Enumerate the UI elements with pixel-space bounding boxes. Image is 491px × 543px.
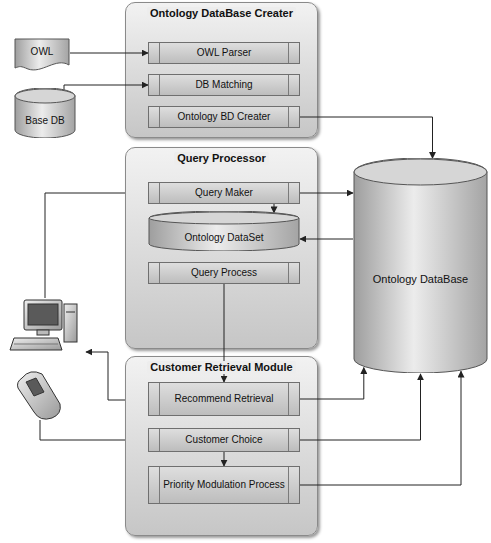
phone-icon [18, 372, 61, 419]
cylinder-outline [353, 158, 488, 373]
process-box: Ontology BD Creater [148, 106, 300, 128]
flow-arrow [300, 371, 461, 485]
cylinder-outline [148, 211, 300, 251]
flow-arrow [274, 204, 275, 213]
module-panel: Query MakerOntology DataSetQuery Process… [125, 147, 318, 349]
cylinder-body [354, 158, 487, 373]
module-title: Customer Retrieval Module [147, 361, 295, 374]
process-box: Customer Choice [148, 428, 300, 452]
node-label: OWL [31, 46, 54, 58]
flow-arrow [300, 368, 364, 399]
node-label: Query Process [191, 267, 257, 279]
process-box: Priority Modulation Process [148, 466, 300, 504]
cylinder-body [15, 88, 75, 138]
process-box: DB Matching [148, 74, 300, 96]
module-title: Ontology DataBase Creater [147, 7, 296, 20]
process-box: Query Maker [148, 182, 300, 204]
flow-arrow [300, 374, 421, 440]
node-label: DB Matching [195, 79, 252, 91]
node-label: Base DB [25, 115, 64, 127]
flow-arrow [64, 85, 148, 91]
node-label: Ontology DataBase [373, 273, 468, 286]
node-label: Recommend Retrieval [175, 393, 274, 405]
cylinder-outline [14, 88, 76, 138]
module-panel: OWL Parser DB MatchingOntology BD Creater… [125, 2, 318, 138]
process-box: Recommend Retrieval [148, 382, 300, 416]
cylinder-top [149, 212, 299, 224]
node-label: Ontology BD Creater [178, 111, 271, 123]
cylinder-top [15, 89, 75, 103]
node-label: Query Maker [195, 187, 253, 199]
database-cylinder: Ontology DataBase [353, 158, 488, 373]
process-box: OWL Parser [148, 42, 300, 64]
computer-icon [10, 300, 77, 350]
node-label: OWL Parser [197, 47, 252, 59]
cylinder-top [354, 159, 487, 185]
module-panel: Recommend RetrievalCustomer ChoicePriori… [125, 356, 318, 536]
database-cylinder: Ontology DataSet [148, 211, 300, 251]
flow-arrow [224, 452, 225, 466]
flow-arrow [300, 193, 353, 194]
flow-arrow [224, 284, 225, 382]
flow-arrow [300, 239, 353, 240]
document-shape: OWL [14, 38, 70, 72]
flow-arrow [300, 117, 433, 158]
node-label: Customer Choice [185, 434, 262, 446]
database-cylinder: Base DB [14, 88, 76, 138]
module-title: Query Processor [174, 152, 269, 165]
flow-arrow [70, 53, 148, 54]
node-label: Ontology DataSet [185, 232, 264, 244]
node-label: Priority Modulation Process [163, 479, 285, 491]
process-box: Query Process [148, 262, 300, 284]
document-body [15, 39, 69, 70]
cylinder-body [149, 211, 299, 251]
